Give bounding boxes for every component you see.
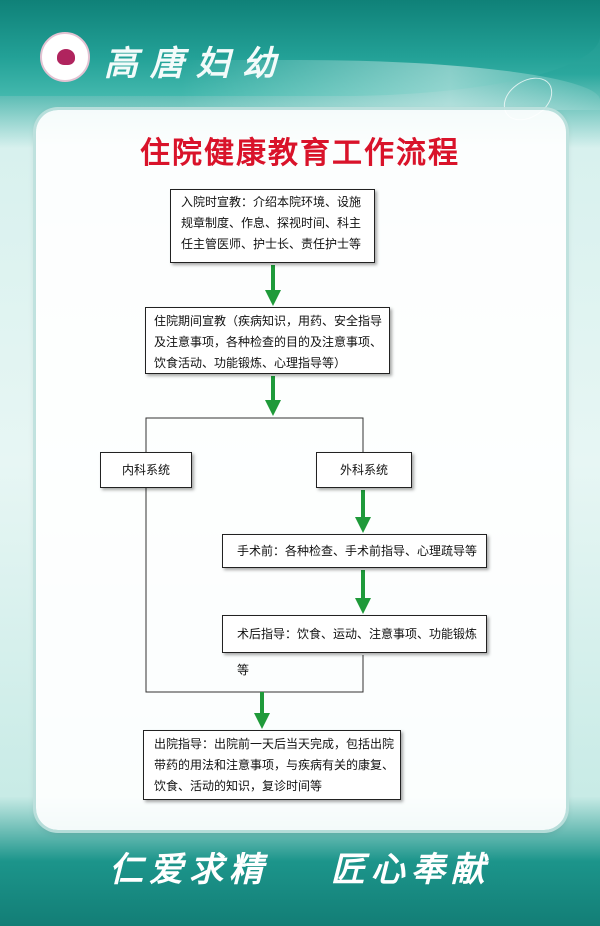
post-op-box: 术后指导：饮食、运动、注意事项、功能锻炼等 — [222, 615, 487, 677]
admission-education-box: 入院时宣教：介绍本院环境、设施规章制度、作息、探视时间、科主任主管医师、护士长、… — [170, 189, 375, 263]
pre-op-box: 手术前：各种检查、手术前指导、心理疏导等 — [222, 534, 487, 568]
slogan-right: 匠心奉献 — [330, 850, 491, 890]
logo-heart-icon — [57, 49, 75, 65]
internal-medicine-box: 内科系统 — [100, 452, 192, 488]
page-title: 住院健康教育工作流程 — [140, 136, 460, 171]
header-band — [0, 0, 600, 96]
merge-line — [145, 488, 364, 693]
slogan: 仁爱求精 匠心奉献 — [0, 842, 600, 891]
surgery-system-box: 外科系统 — [316, 452, 412, 488]
slogan-left: 仁爱求精 — [109, 850, 270, 890]
discharge-guidance-box: 出院指导：出院前一天后当天完成，包括出院带药的用法和注意事项，与疾病有关的康复、… — [143, 730, 401, 800]
inpatient-education-box: 住院期间宣教（疾病知识，用药、安全指导及注意事项，各种检查的目的及注意事项、饮食… — [145, 307, 390, 374]
hospital-logo — [40, 32, 90, 82]
hospital-name: 高唐妇幼 — [104, 44, 288, 84]
branch-line — [145, 417, 364, 452]
